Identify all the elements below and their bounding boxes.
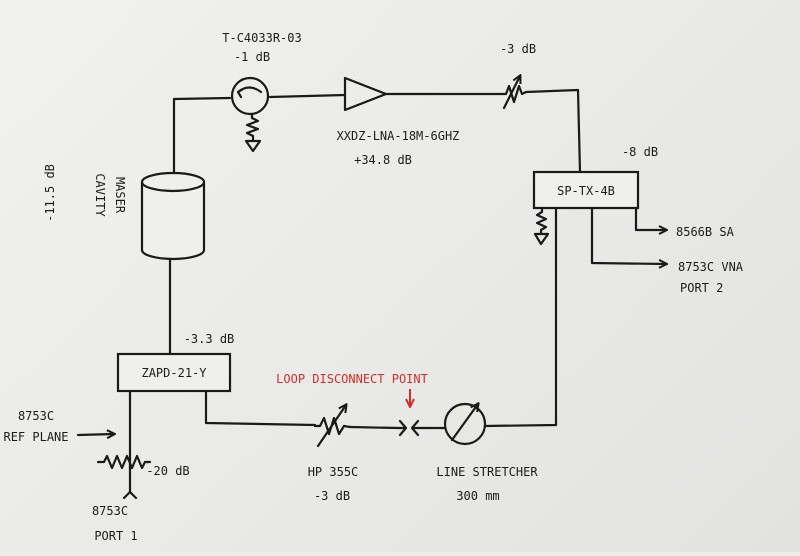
ref-plane-label-line2: REF PLANE — [3, 430, 68, 444]
coupler-value-label: -20 dB — [146, 464, 189, 478]
circulator-part-label: T-C4033R-03 — [222, 31, 301, 45]
circulator-loss-label: -1 dB — [234, 50, 270, 64]
wire-maser-to-circulator — [172, 96, 232, 174]
vna-output-label-line1: 8753C VNA — [678, 260, 744, 274]
lna-amplifier-symbol — [343, 76, 388, 112]
circulator-symbol — [230, 76, 270, 153]
wire-attenuator-to-splitter — [524, 88, 582, 174]
ref-plane-arrow — [76, 434, 114, 435]
vna-output-label-line2: PORT 2 — [680, 281, 723, 295]
variable-attenuator-value-label: -3 dB — [314, 489, 350, 503]
zapd-loss-label: -3.3 dB — [184, 332, 235, 346]
wire-stretcher-to-splitter — [483, 207, 558, 428]
sa-output-label: 8566B SA — [676, 225, 735, 239]
zapd-box — [116, 352, 232, 393]
wire-zapd-to-variable-attenuator — [204, 390, 317, 427]
wire-variable-attenuator-to-disconnect — [348, 425, 400, 430]
top-attenuator-value-label: -3 dB — [500, 42, 536, 56]
variable-attenuator-symbol — [313, 405, 352, 448]
top-attenuator-symbol — [498, 76, 528, 110]
maser-loss-label: -11.5 dB — [43, 164, 57, 222]
maser-label-line1: MASER — [113, 177, 127, 214]
port1-label-line1: 8753C — [92, 504, 128, 518]
wire-splitter-to-sa — [634, 207, 666, 230]
ref-plane-label-line1: 8753C — [18, 409, 54, 423]
wire-circulator-to-lna — [268, 93, 347, 99]
splitter-terminated-port-symbol — [533, 206, 550, 246]
wire-splitter-to-vna — [590, 207, 666, 264]
variable-attenuator-part-label: HP 355C — [308, 465, 359, 479]
lna-gain-label: +34.8 dB — [354, 153, 412, 167]
loop-disconnect-connector — [396, 419, 426, 437]
line-stretcher-label: LINE STRETCHER — [436, 465, 538, 479]
line-stretcher-length-label: 300 mm — [456, 489, 499, 503]
maser-label-line2: CAVITY — [93, 173, 107, 217]
splitter-loss-label: -8 dB — [622, 145, 658, 159]
line-stretcher-symbol — [443, 404, 487, 446]
splitter-box — [532, 170, 640, 210]
coupler-symbol — [96, 454, 152, 500]
loop-disconnect-label: LOOP DISCONNECT POINT — [276, 372, 428, 386]
port1-label-line2: PORT 1 — [94, 529, 137, 543]
splitter-label: SP-TX-4B — [557, 184, 615, 198]
maser-cavity-symbol — [140, 171, 206, 261]
lna-part-label: XXDZ-LNA-18M-6GHZ — [337, 129, 460, 143]
zapd-label: ZAPD-21-Y — [141, 366, 207, 380]
